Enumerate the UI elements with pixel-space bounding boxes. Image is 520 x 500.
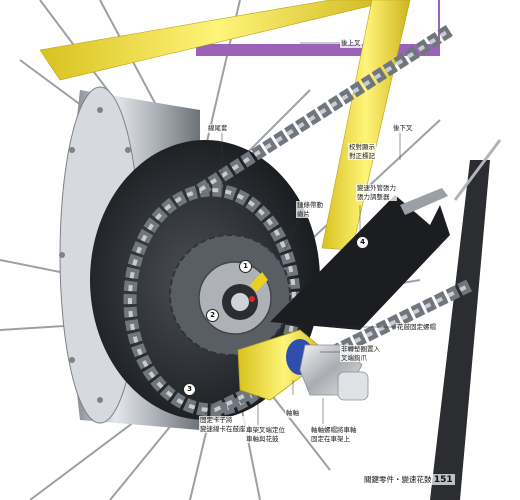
axle-end bbox=[337, 371, 369, 401]
label-non-turn-washer: 非轉墊圈置入 叉端鉤爪 bbox=[340, 345, 381, 362]
rear-rim bbox=[430, 160, 490, 500]
label-seat-stay: 後上叉 bbox=[340, 39, 362, 48]
callout-4: 4 bbox=[356, 236, 369, 249]
label-frame-lockring: 固定卡子將 變速線卡在鼓座上 bbox=[199, 416, 253, 433]
label-axle-nut-fix: 軸軸螺帽將車軸 固定在車架上 bbox=[310, 426, 358, 443]
label-hub-nut: 花鼓固定螺帽 bbox=[396, 323, 437, 332]
page-footer: 關鍵零件・變速花鼓 151 bbox=[362, 474, 455, 485]
callout-3: 3 bbox=[183, 383, 196, 396]
label-frame-fix: 車架叉端定位 車軸與花鼓 bbox=[245, 426, 286, 443]
label-cable-housing: 線尾套 bbox=[207, 124, 229, 133]
footer-section-title: 關鍵零件・變速花鼓 bbox=[364, 475, 432, 484]
page-number: 151 bbox=[433, 475, 453, 485]
label-chain-drive: 鏈條帶動 齒片 bbox=[296, 201, 324, 218]
label-shift-tension: 變速外管張力 張力調整器 bbox=[356, 184, 397, 201]
shift-cable-arm bbox=[270, 195, 450, 330]
label-axle: 軸軸 bbox=[285, 409, 300, 418]
label-timing-mark: 校對顯示 對正標記 bbox=[348, 143, 376, 160]
seat-stay-tube bbox=[39, 0, 396, 81]
callout-1: 1 bbox=[239, 260, 252, 273]
label-chain-stay: 後下叉 bbox=[392, 124, 414, 133]
callout-2: 2 bbox=[206, 309, 219, 322]
